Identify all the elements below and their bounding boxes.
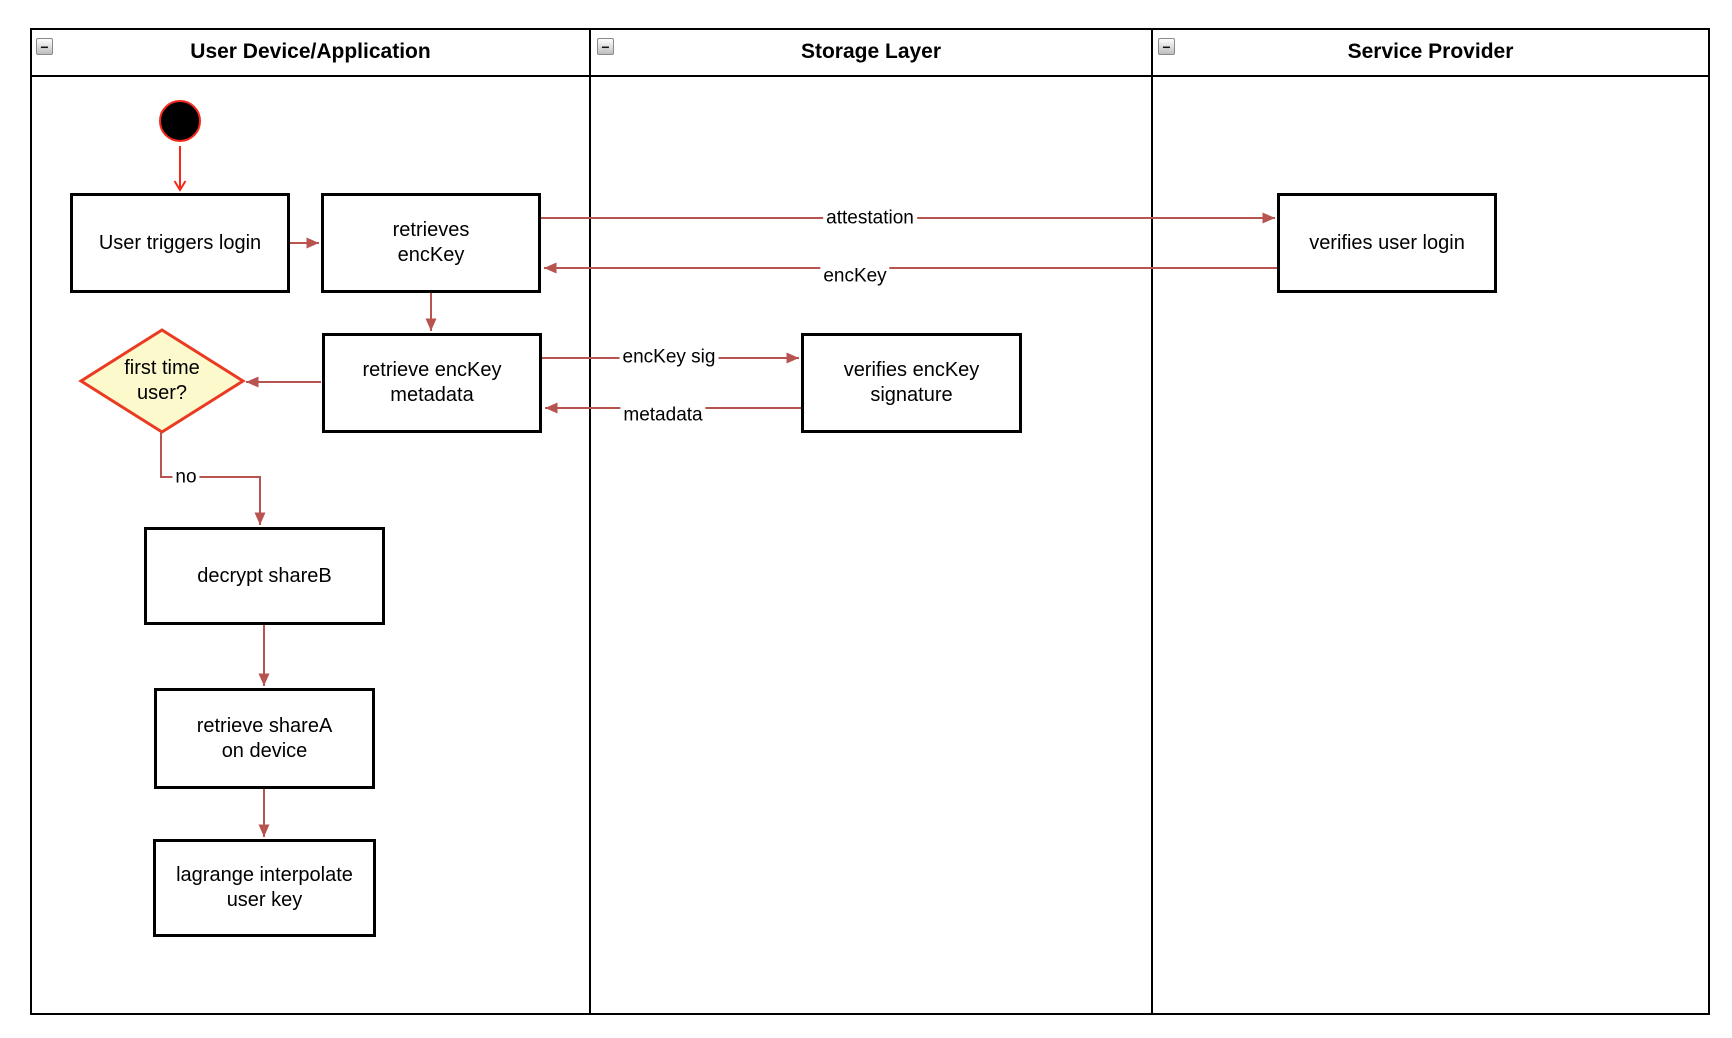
- lane-header-user-device[interactable]: User Device/Application: [32, 28, 589, 75]
- node-retrieves-enckey[interactable]: retrieves encKey: [321, 193, 541, 293]
- node-verifies-enckey-signature[interactable]: verifies encKey signature: [801, 333, 1022, 433]
- node-label: User triggers login: [98, 231, 262, 254]
- lane-header-storage-layer[interactable]: Storage Layer: [591, 28, 1151, 75]
- lane-collapse-button[interactable]: −: [597, 38, 614, 55]
- lane-collapse-button[interactable]: −: [1158, 38, 1175, 55]
- lane-collapse-button[interactable]: −: [36, 38, 53, 55]
- node-label: lagrange interpolate user key: [176, 864, 353, 911]
- edge-label-enckey-sig: encKey sig: [619, 346, 719, 370]
- node-user-triggers-login[interactable]: User triggers login: [70, 193, 290, 293]
- node-label: first time user?: [124, 357, 200, 404]
- node-lagrange-interpolate[interactable]: lagrange interpolate user key: [153, 839, 376, 937]
- start-node[interactable]: [159, 100, 201, 142]
- node-verifies-user-login[interactable]: verifies user login: [1277, 193, 1497, 293]
- node-label: retrieves encKey: [392, 219, 470, 266]
- lane-title: Storage Layer: [800, 39, 942, 63]
- lane-divider-1: [589, 28, 591, 1015]
- node-decrypt-shareb[interactable]: decrypt shareB: [144, 527, 385, 625]
- lane-header-service-provider[interactable]: Service Provider: [1153, 28, 1708, 75]
- minus-icon: −: [40, 38, 49, 55]
- edge-label-metadata: metadata: [620, 404, 706, 428]
- node-first-time-user-decision[interactable]: first time user?: [92, 350, 232, 412]
- node-label: verifies user login: [1309, 231, 1465, 254]
- node-label: retrieve shareA on device: [196, 714, 333, 762]
- minus-icon: −: [601, 38, 610, 55]
- edge-label-attestation: attestation: [823, 207, 917, 231]
- edge-label-enckey: encKey: [820, 265, 890, 289]
- node-retrieve-enckey-metadata[interactable]: retrieve encKey metadata: [322, 333, 542, 433]
- node-label: verifies encKey signature: [843, 359, 980, 406]
- edge-label-no: no: [172, 466, 200, 490]
- lane-divider-2: [1151, 28, 1153, 1015]
- lane-title: User Device/Application: [190, 39, 431, 63]
- node-label: retrieve encKey metadata: [362, 359, 502, 406]
- minus-icon: −: [1162, 38, 1171, 55]
- lane-header-separator: [30, 75, 1710, 77]
- node-retrieve-sharea[interactable]: retrieve shareA on device: [154, 688, 375, 789]
- node-label: decrypt shareB: [197, 564, 332, 587]
- lane-title: Service Provider: [1347, 39, 1514, 63]
